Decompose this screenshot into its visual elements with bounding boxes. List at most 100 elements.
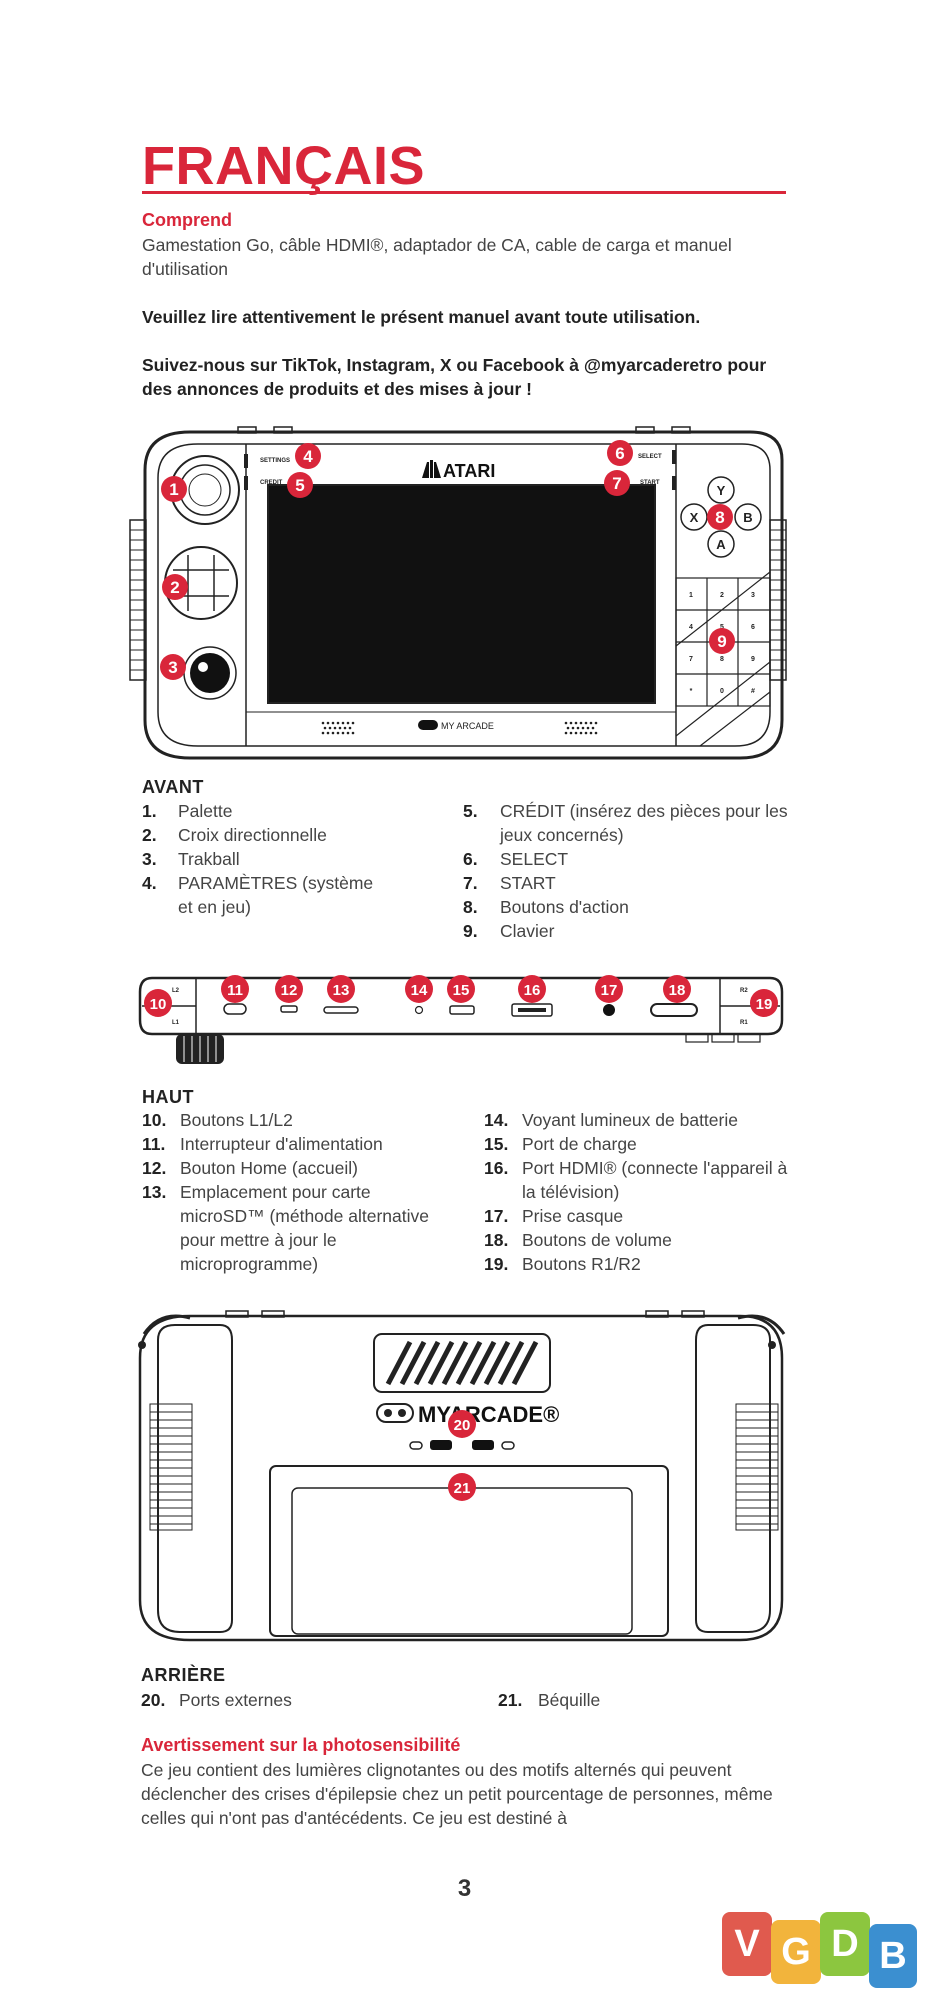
- front-heading: AVANT: [142, 777, 204, 797]
- keypad-6: 6: [751, 624, 755, 631]
- read-manual-notice: Veuillez lire attentivement le présent m…: [142, 307, 701, 327]
- badge-20: 20: [448, 1410, 476, 1438]
- svg-text:19: 19: [756, 996, 773, 1013]
- page-number: 3: [457, 1875, 472, 1902]
- badge-17: 17: [595, 975, 623, 1003]
- select-label: SELECT: [638, 454, 662, 460]
- credit-label: CREDIT: [260, 480, 283, 486]
- list-item: 17.Prise casque: [484, 1206, 624, 1226]
- list-item: 4.PARAMÈTRES (système et en jeu): [142, 873, 374, 917]
- keypad-1: 1: [689, 592, 693, 599]
- list-item: 5.CRÉDIT (insérez des pièces pour les je…: [463, 801, 788, 845]
- list-item: 3.Trakball: [142, 849, 240, 869]
- back-list-right: 21.Béquille: [498, 1688, 798, 1712]
- svg-text:7: 7: [612, 474, 621, 493]
- keypad-8: 8: [720, 656, 724, 663]
- watermark-letter-v: V: [722, 1912, 772, 1976]
- svg-text:11: 11: [227, 982, 243, 999]
- brand-text: ATARI: [443, 461, 495, 481]
- badge-8: 8: [707, 504, 733, 530]
- list-item: 12.Bouton Home (accueil): [142, 1158, 358, 1178]
- badge-14: 14: [405, 975, 433, 1003]
- front-list-right: 5.CRÉDIT (insérez des pièces pour les je…: [463, 799, 793, 943]
- footer-brand: MY ARCADE: [441, 721, 494, 731]
- keypad-9: 9: [751, 656, 755, 663]
- back-brand-text: MYARCADE®: [418, 1402, 559, 1427]
- top-list-left: 10.Boutons L1/L2 11.Interrupteur d'alime…: [142, 1108, 452, 1276]
- badge-2: 2: [162, 574, 188, 600]
- svg-text:6: 6: [615, 444, 624, 463]
- svg-text:21: 21: [454, 1480, 471, 1497]
- list-item: 1.Palette: [142, 801, 233, 821]
- keypad-5: 5: [720, 624, 724, 631]
- badge-13: 13: [327, 975, 355, 1003]
- l1-label: L1: [172, 1020, 180, 1026]
- badge-1: 1: [161, 476, 187, 502]
- front-list-left: 1.Palette 2.Croix directionnelle 3.Trakb…: [142, 799, 442, 919]
- svg-text:12: 12: [281, 982, 298, 999]
- list-item: 20.Ports externes: [141, 1690, 292, 1710]
- badge-21: 21: [448, 1473, 476, 1501]
- list-item: 9.Clavier: [463, 921, 555, 941]
- social-notice: Suivez-nous sur TikTok, Instagram, X ou …: [142, 355, 767, 399]
- svg-text:15: 15: [453, 982, 470, 999]
- list-item: 10.Boutons L1/L2: [142, 1110, 293, 1130]
- trackball-underside: [176, 1034, 224, 1064]
- keypad-4: 4: [689, 624, 693, 631]
- list-item: 2.Croix directionnelle: [142, 825, 327, 845]
- badge-19: 19: [750, 989, 778, 1017]
- keypad-2: 2: [720, 592, 724, 599]
- keypad-3: 3: [751, 592, 755, 599]
- speaker-grill-left: [321, 721, 355, 735]
- y-button-label: Y: [717, 483, 726, 498]
- badge-5: 5: [287, 472, 313, 498]
- page-title: FRANÇAIS: [142, 136, 425, 196]
- badge-11: 11: [221, 975, 249, 1003]
- badge-4: 4: [295, 443, 321, 469]
- svg-text:16: 16: [524, 982, 541, 999]
- r1-label: R1: [740, 1020, 748, 1026]
- includes-text: Gamestation Go, câble HDMI®, adaptador d…: [142, 235, 732, 279]
- list-item: 15.Port de charge: [484, 1134, 637, 1154]
- myarcade-logo: MYARCADE®: [376, 1402, 559, 1427]
- includes-heading: Comprend: [142, 210, 232, 230]
- list-item: 7.START: [463, 873, 556, 893]
- r2-label: R2: [740, 988, 748, 994]
- svg-text:13: 13: [333, 982, 350, 999]
- watermark-letter-b: B: [869, 1924, 917, 1988]
- svg-text:1: 1: [169, 480, 178, 499]
- svg-text:2: 2: [170, 578, 179, 597]
- list-item: 8.Boutons d'action: [463, 897, 629, 917]
- badge-10: 10: [144, 989, 172, 1017]
- top-heading: HAUT: [142, 1087, 194, 1107]
- a-button-label: A: [716, 537, 726, 552]
- svg-text:18: 18: [669, 982, 686, 999]
- list-item: 21.Béquille: [498, 1690, 601, 1710]
- badge-3: 3: [160, 654, 186, 680]
- svg-text:5: 5: [295, 476, 304, 495]
- list-item: 14.Voyant lumineux de batterie: [484, 1110, 738, 1130]
- keypad-0: 0: [720, 688, 724, 695]
- svg-text:8: 8: [715, 508, 724, 527]
- badge-15: 15: [447, 975, 475, 1003]
- b-button-label: B: [743, 510, 752, 525]
- watermark-letter-d: D: [820, 1912, 870, 1976]
- start-label: START: [640, 480, 660, 486]
- watermark-letter-g: G: [771, 1920, 821, 1984]
- back-list-left: 20.Ports externes: [141, 1688, 441, 1712]
- badge-7: 7: [604, 470, 630, 496]
- svg-text:4: 4: [303, 447, 313, 466]
- list-item: 19.Boutons R1/R2: [484, 1254, 641, 1274]
- list-item: 11.Interrupteur d'alimentation: [142, 1134, 383, 1154]
- atari-logo: ATARI: [422, 460, 495, 481]
- keypad-hash: #: [751, 688, 755, 695]
- keypad-7: 7: [689, 656, 693, 663]
- list-item: 16.Port HDMI® (connecte l'appareil à la …: [484, 1158, 788, 1202]
- badge-18: 18: [663, 975, 691, 1003]
- svg-text:14: 14: [411, 982, 428, 999]
- svg-text:3: 3: [168, 658, 177, 677]
- list-item: 6.SELECT: [463, 849, 569, 869]
